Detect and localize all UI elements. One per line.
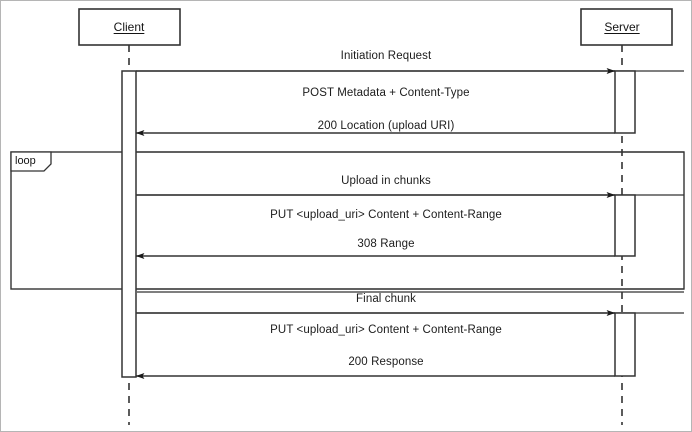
vector-root bbox=[10, 8, 685, 425]
message-label-m6: 200 Response bbox=[348, 356, 424, 368]
group-note-final: Final chunk bbox=[356, 293, 416, 305]
fragment-tag-loop bbox=[10, 151, 52, 172]
message-label-m5: PUT <upload_uri> Content + Content-Range bbox=[270, 324, 502, 336]
activation-bar-client-activation bbox=[121, 70, 137, 378]
activation-bar-server-activation-2 bbox=[614, 194, 636, 257]
group-note-chunk-loop: Upload in chunks bbox=[341, 175, 431, 187]
message-label-m3: PUT <upload_uri> Content + Content-Range bbox=[270, 209, 502, 221]
participant-box-client[interactable] bbox=[78, 8, 181, 46]
activation-bar-server-activation-3 bbox=[614, 312, 636, 377]
participant-box-server[interactable] bbox=[580, 8, 673, 46]
participant-label-server: Server bbox=[604, 20, 640, 34]
participant-label-client: Client bbox=[113, 20, 145, 34]
group-note-initiation: Initiation Request bbox=[340, 50, 432, 62]
fragment-operator-label: loop bbox=[15, 155, 36, 167]
message-label-m4: 308 Range bbox=[357, 238, 415, 250]
message-label-m1: POST Metadata + Content-Type bbox=[302, 87, 470, 99]
activation-bar-server-activation-1 bbox=[614, 70, 636, 134]
message-label-m2: 200 Location (upload URI) bbox=[317, 120, 455, 132]
